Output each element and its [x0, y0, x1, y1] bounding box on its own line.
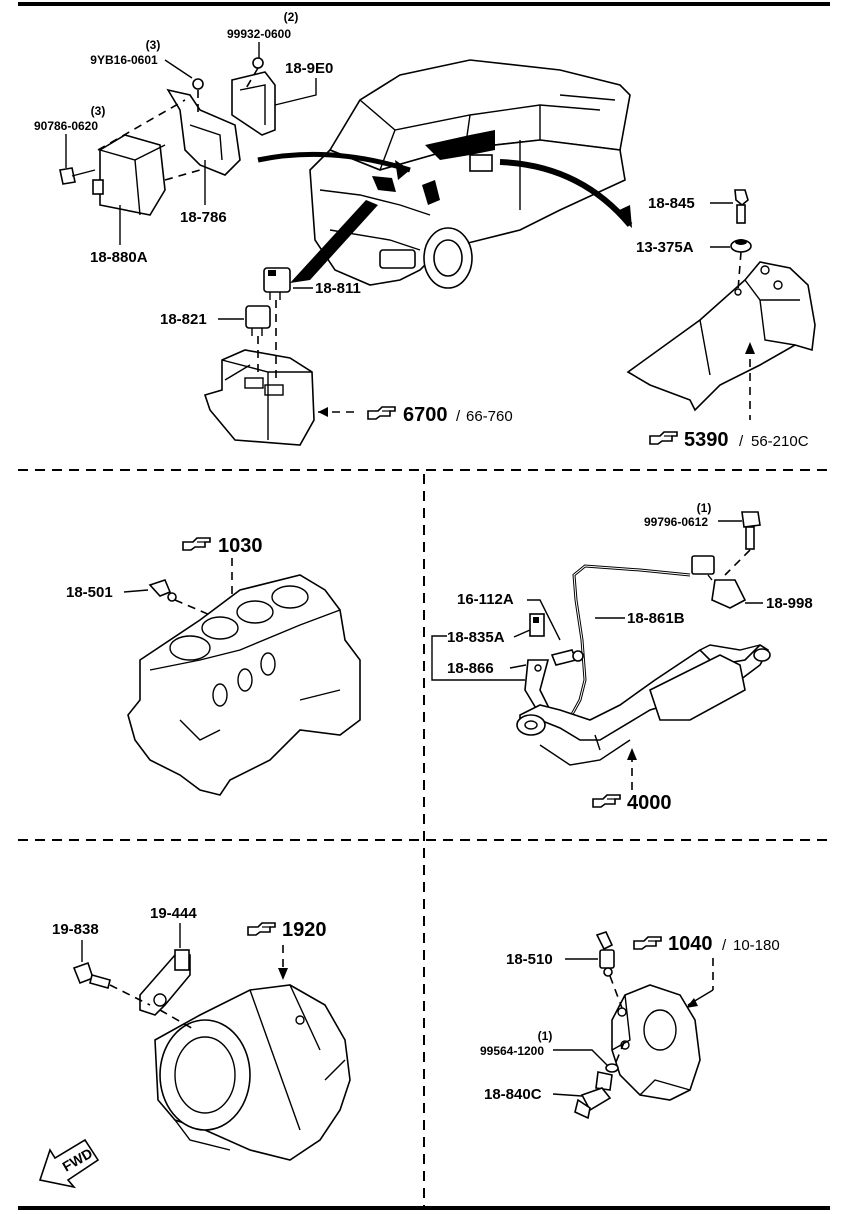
- svg-text:/: /: [456, 408, 461, 425]
- svg-text:/: /: [739, 433, 744, 450]
- engine-block: [127, 574, 361, 796]
- pointing-hand-icon: [247, 922, 276, 936]
- sensor-18-510: [595, 931, 615, 977]
- label-19-444: 19-444: [150, 905, 197, 922]
- pointing-hand-icon: [182, 537, 211, 551]
- svg-text:/: /: [722, 937, 727, 954]
- ref-1030-number: 1030: [218, 535, 263, 557]
- sensor-18-840c: [574, 1071, 613, 1120]
- ref-6700-number: 6700: [403, 404, 448, 426]
- bolt-99796-0612: [741, 511, 761, 550]
- gasket-99564-1200: [605, 1063, 619, 1073]
- ref-1040-sub: 10-180: [733, 937, 780, 954]
- callout-curve-relay: [290, 200, 378, 283]
- label-18-786: 18-786: [180, 209, 227, 226]
- label-18-9e0: 18-9E0: [285, 60, 333, 77]
- label-qty-90786: (3): [91, 104, 106, 118]
- vehicle-illustration: [309, 59, 631, 289]
- bolt-19-838: [72, 961, 111, 989]
- label-19-838: 19-838: [52, 921, 99, 938]
- label-qty-99796: (1): [697, 501, 712, 515]
- label-qty-9yb16: (3): [146, 38, 161, 52]
- label-9yb16-0601: 9YB16-0601: [90, 53, 158, 67]
- label-18-861b: 18-861B: [627, 610, 685, 627]
- label-18-811: 18-811: [315, 280, 361, 297]
- ref-1040-number: 1040: [668, 933, 713, 955]
- pointing-hand-icon: [592, 794, 621, 808]
- label-18-880a: 18-880A: [90, 249, 148, 266]
- ref-4000-number: 4000: [627, 792, 672, 814]
- knock-sensor-18-501: [148, 579, 177, 602]
- callout-curve-ecu: [257, 151, 411, 173]
- ref-5390-number: 5390: [684, 429, 729, 451]
- ecu-bracket-assembly: [59, 57, 276, 216]
- ref-1920-number: 1920: [282, 919, 327, 941]
- fwd-arrow-icon: FWD: [38, 1138, 100, 1189]
- label-18-998: 18-998: [766, 595, 813, 612]
- exhaust-pipe-catalyst: [516, 643, 771, 766]
- label-18-866: 18-866: [447, 660, 494, 677]
- pointing-hand-icon: [633, 936, 662, 950]
- relay-assembly: [203, 267, 315, 446]
- label-18-501: 18-501: [66, 584, 113, 601]
- o2-sensor-harness: [568, 555, 747, 719]
- transmission: [154, 984, 351, 1161]
- grommet-13-375a: [730, 239, 752, 253]
- label-18-835a: 18-835A: [447, 629, 505, 646]
- fender-panel: [626, 261, 816, 412]
- ref-6700-sub: 66-760: [466, 408, 513, 425]
- label-18-510: 18-510: [506, 951, 553, 968]
- label-13-375a: 13-375A: [636, 239, 694, 256]
- label-qty-99564: (1): [538, 1029, 553, 1043]
- label-99932-0600: 99932-0600: [227, 27, 291, 41]
- label-99796-0612: 99796-0612: [644, 515, 708, 529]
- ref-5390-sub: 56-210C: [751, 433, 809, 450]
- bolt-16-112a: [550, 649, 584, 666]
- label-99564-1200: 99564-1200: [480, 1044, 544, 1058]
- pointing-hand-icon: [367, 406, 396, 420]
- label-18-845: 18-845: [648, 195, 695, 212]
- label-18-821: 18-821: [160, 311, 207, 328]
- label-qty-99932: (2): [284, 10, 299, 24]
- bracket-18-835a: [529, 613, 545, 637]
- clip-18-845: [734, 189, 749, 224]
- timing-cover: [611, 984, 701, 1101]
- label-90786-0620: 90786-0620: [34, 119, 98, 133]
- label-16-112a: 16-112A: [457, 591, 514, 608]
- pointing-hand-icon: [649, 431, 678, 445]
- label-18-840c: 18-840C: [484, 1086, 542, 1103]
- range-sensor-19-444: [139, 949, 191, 1016]
